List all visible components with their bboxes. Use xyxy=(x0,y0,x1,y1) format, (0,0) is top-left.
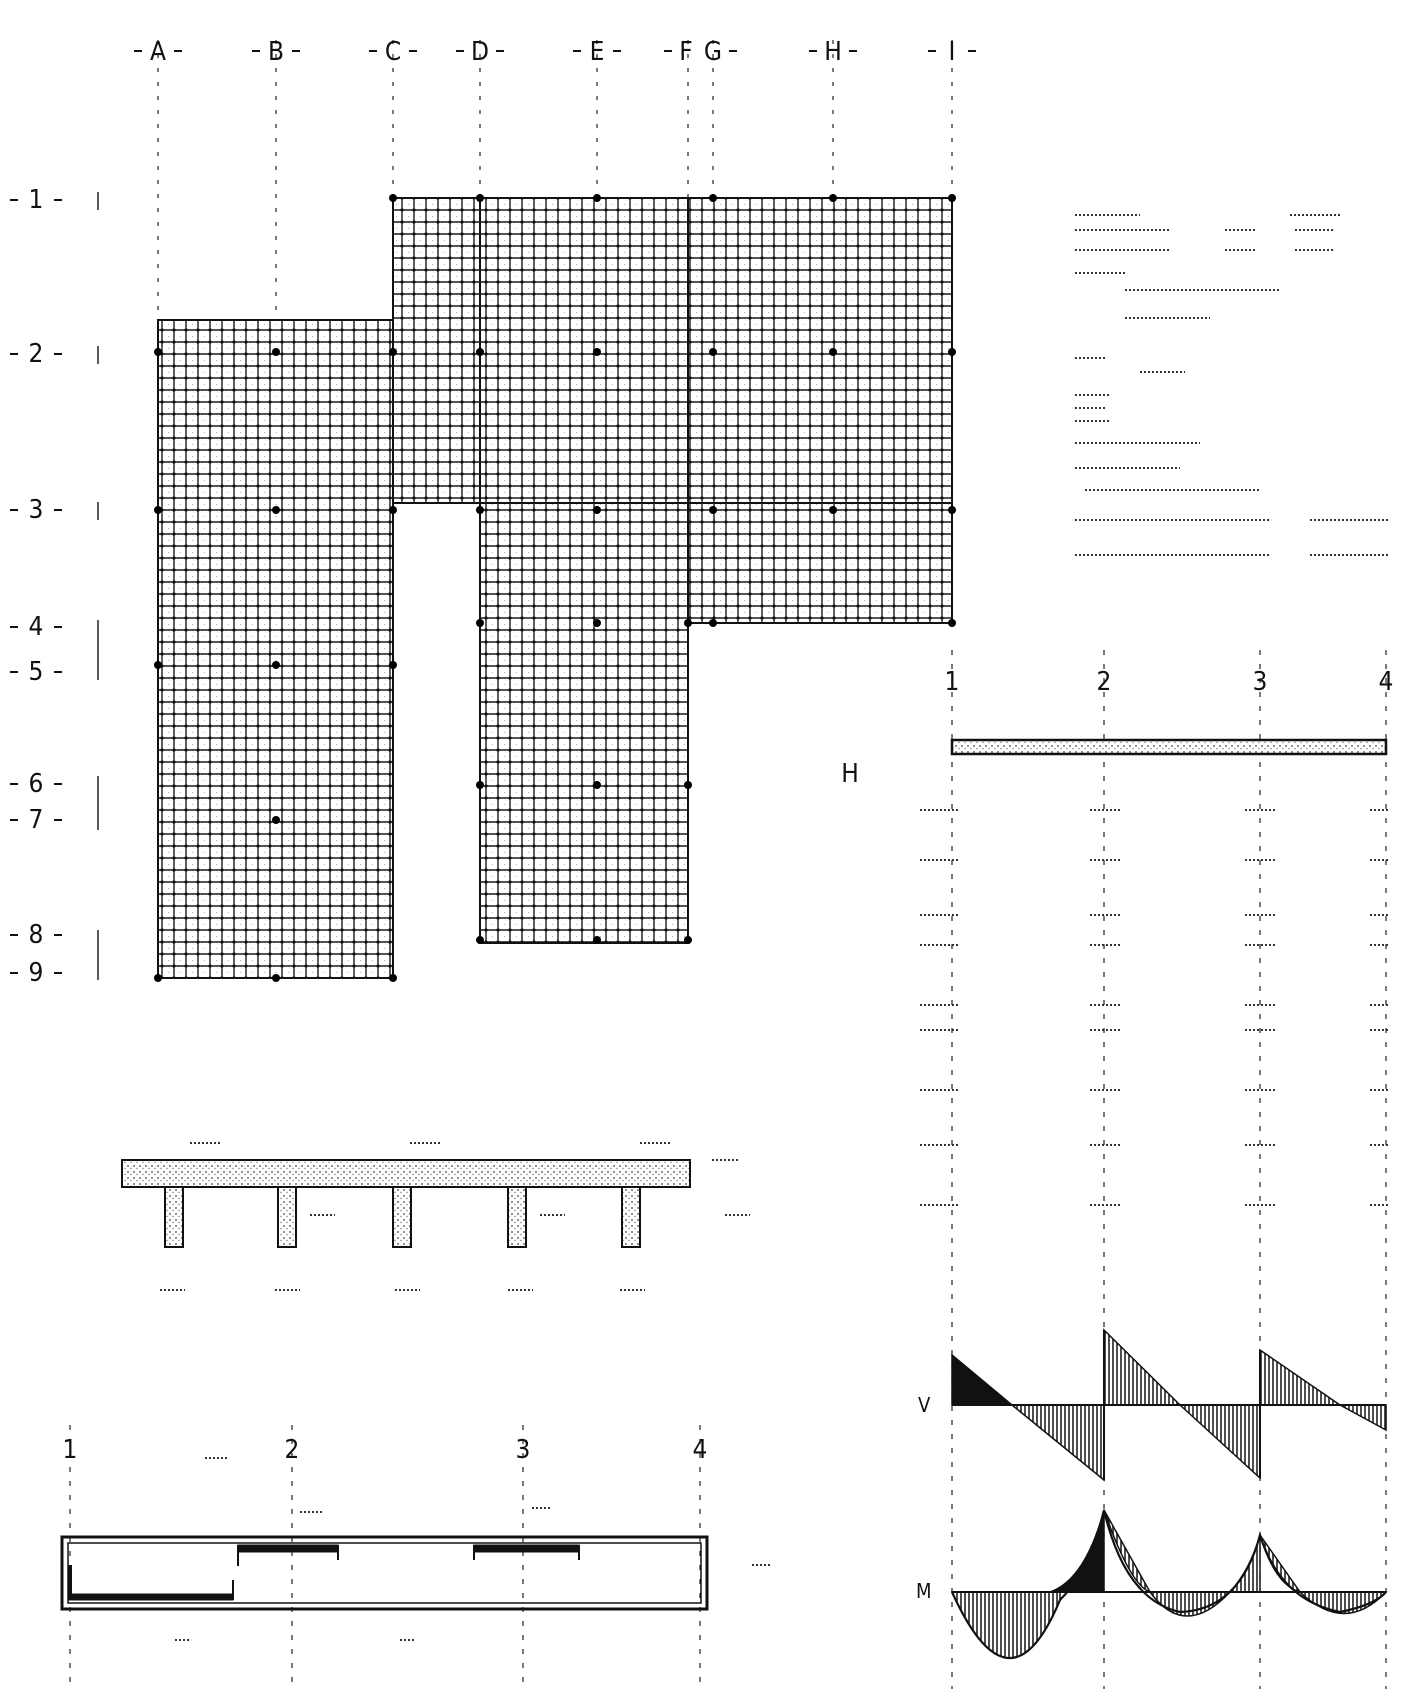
tbeam-annotations xyxy=(160,1142,750,1291)
moment-label: M xyxy=(916,1579,932,1603)
tbeam-slab xyxy=(121,1159,691,1188)
notes-block xyxy=(1075,214,1390,556)
grid-label-row-7: 7 xyxy=(29,805,44,835)
beam-label-2: 2 xyxy=(285,1435,300,1465)
row-labels: 1 2 3 4 5 6 7 8 9 xyxy=(29,185,44,988)
grid-label-col-h: H xyxy=(824,37,842,67)
beam-reinforcement xyxy=(67,1544,580,1601)
slab-panel-right xyxy=(687,502,953,624)
frame-beam xyxy=(950,738,1388,756)
grid-label-row-8: 8 xyxy=(29,920,44,950)
beam-annotations xyxy=(175,1457,770,1641)
column-markers xyxy=(154,194,956,982)
frame-elevation: 1 2 3 4 H xyxy=(841,650,1393,1689)
beam-outline xyxy=(60,1535,709,1611)
grid-label-row-3: 3 xyxy=(29,495,44,525)
frame-floor-label: H xyxy=(841,759,859,789)
grid-label-col-f: F xyxy=(679,37,692,67)
grid-label-col-g: G xyxy=(704,37,722,67)
shear-diagram xyxy=(951,1328,1387,1482)
grid-label-col-c: C xyxy=(385,37,401,67)
row-label-dashes xyxy=(10,199,62,974)
floor-plan: A B C D E F G H I 1 2 3 4 5 6 xyxy=(10,37,976,988)
beam-label-1: 1 xyxy=(63,1435,78,1465)
frame-support-labels: 1 2 3 4 H xyxy=(841,667,1393,789)
grid-label-col-i: I xyxy=(949,37,956,67)
slab-panel-left xyxy=(157,319,394,979)
tbeam-section xyxy=(121,1159,691,1248)
frame-label-1: 1 xyxy=(945,667,960,697)
grid-label-row-2: 2 xyxy=(29,339,44,369)
moment-diagram xyxy=(950,1509,1388,1660)
frame-label-4: 4 xyxy=(1379,667,1394,697)
slab-panels xyxy=(157,197,953,979)
column-labels: A B C D E F G H I xyxy=(150,37,955,67)
slab-panel-center xyxy=(479,197,689,504)
grid-label-col-b: B xyxy=(268,37,284,67)
beam-support-lines xyxy=(69,1425,701,1689)
beam-support-labels: 1 2 3 4 xyxy=(63,1435,708,1465)
tbeam-stem-3 xyxy=(392,1186,412,1248)
beam-elevation: 1 2 3 4 xyxy=(60,1425,770,1689)
frame-label-3: 3 xyxy=(1253,667,1268,697)
frame-support-lines xyxy=(951,650,1387,1689)
slab-panel-middle xyxy=(479,502,689,944)
tbeam-stem-2 xyxy=(277,1186,297,1248)
grid-label-row-1: 1 xyxy=(29,185,44,215)
column-grid-lines xyxy=(157,40,953,320)
beam-label-3: 3 xyxy=(516,1435,531,1465)
grid-label-row-9: 9 xyxy=(29,958,44,988)
grid-label-col-d: D xyxy=(471,37,489,67)
tbeam-stem-4 xyxy=(507,1186,527,1248)
shear-label: V xyxy=(918,1393,931,1417)
grid-label-col-a: A xyxy=(150,37,166,67)
grid-label-row-5: 5 xyxy=(29,657,44,687)
beam-label-4: 4 xyxy=(693,1435,708,1465)
grid-label-row-4: 4 xyxy=(29,612,44,642)
tbeam-stem-5 xyxy=(621,1186,641,1248)
tbeam-stem-1 xyxy=(164,1186,184,1248)
frame-label-2: 2 xyxy=(1097,667,1112,697)
frame-schedule xyxy=(920,809,1390,1206)
grid-label-col-e: E xyxy=(590,37,605,67)
grid-label-row-6: 6 xyxy=(29,769,44,799)
